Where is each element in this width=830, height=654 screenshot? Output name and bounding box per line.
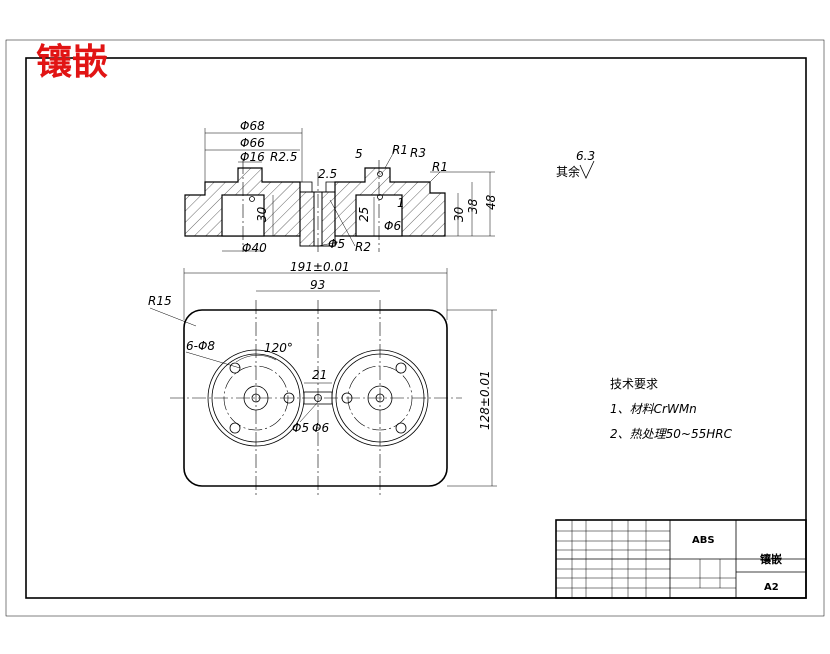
dim-38: 38 [466, 198, 480, 214]
dim-r15: R15 [148, 294, 172, 308]
dim-30b: 30 [452, 206, 466, 222]
dim-r1b: R1 [432, 160, 448, 174]
dim-width: 191±0.01 [290, 260, 350, 274]
surface-finish: 其余 6.3 [556, 149, 595, 179]
title-block-sheet-size: A2 [764, 582, 779, 593]
tech-requirements-heading: 技术要求 [610, 377, 658, 391]
dim-height: 128±0.01 [478, 370, 492, 430]
outer-frame [5, 39, 825, 617]
dim-spacing: 93 [310, 278, 325, 292]
pin-hole-left [249, 196, 255, 202]
hole-right-2 [395, 422, 407, 434]
boss-left-bore [243, 385, 269, 411]
pin-hole-right [377, 171, 383, 177]
dim-r2: R2 [355, 240, 371, 254]
dim-48: 48 [484, 194, 498, 210]
boss-right-pitch [347, 365, 413, 431]
hole-left-3 [283, 392, 295, 404]
dim-d68: Φ68 [240, 119, 265, 133]
dim-2-5: 2.5 [318, 167, 337, 181]
boss-left-pitch [223, 365, 289, 431]
tech-requirement-1: 1、材料CrWMn [610, 402, 697, 416]
stamp-title: 镶嵌 [36, 42, 108, 83]
boss-right-pin [375, 393, 385, 403]
title-block: ABS 镶嵌 A2 [555, 519, 807, 599]
dim-25: 25 [357, 207, 371, 222]
center-slot-hole [314, 394, 322, 402]
dim-d16: Φ16 [240, 150, 265, 164]
dim-1: 1 [397, 196, 405, 210]
section-view: Φ68 Φ66 Φ16 R2.5 2.5 5 R1 R3 R1 30 25 1 … [184, 119, 498, 255]
leader-r1b [429, 171, 441, 183]
boss-right-mid [335, 353, 425, 443]
leader-r2 [329, 199, 356, 247]
angle-arc [235, 355, 277, 363]
hole-left-1 [229, 362, 241, 374]
leader-r1 [384, 149, 396, 169]
inner-frame [25, 57, 807, 599]
center-slot [303, 391, 333, 405]
leader-d5 [317, 241, 339, 247]
hole-right-1 [395, 362, 407, 374]
dim-r1a: R1 [392, 143, 408, 157]
surface-finish-value: 6.3 [576, 149, 595, 163]
title-block-part-name: 镶嵌 [760, 552, 782, 566]
dim-plan-d5: Φ5 [292, 421, 309, 435]
dim-5: 5 [355, 147, 363, 161]
dim-d5: Φ5 [328, 237, 345, 251]
dim-slot: 21 [312, 368, 327, 382]
pin-hole-right-2 [377, 194, 383, 200]
dim-d6: Φ6 [384, 219, 401, 233]
tech-requirement-2: 2、热处理50~55HRC [610, 427, 733, 441]
dim-r3: R3 [410, 146, 426, 160]
title-block-material: ABS [692, 535, 715, 546]
leader-holes [185, 351, 241, 369]
leader-r15 [149, 307, 197, 327]
boss-left-mid [211, 353, 301, 443]
leader-slot-d [299, 401, 319, 423]
surface-finish-symbol [579, 160, 595, 179]
dim-angle: 120° [264, 341, 293, 355]
top-slot [300, 181, 335, 193]
boss-left-pin [251, 393, 261, 403]
hole-left-2 [229, 422, 241, 434]
dim-holes: 6-Φ8 [186, 339, 215, 353]
dim-plan-d6: Φ6 [312, 421, 329, 435]
plan-view: 191±0.01 93 R15 6-Φ8 120° 21 Φ5 Φ6 128±0… [148, 260, 497, 496]
dim-r25: R2.5 [270, 150, 297, 164]
tech-requirements: 技术要求 1、材料CrWMn 2、热处理50~55HRC [610, 377, 733, 441]
boss-right-bore [367, 385, 393, 411]
hole-right-3 [341, 392, 353, 404]
dim-d40: Φ40 [242, 241, 267, 255]
surface-finish-prefix: 其余 [556, 164, 580, 179]
dim-d66: Φ66 [240, 136, 265, 150]
dim-30a: 30 [255, 206, 269, 222]
